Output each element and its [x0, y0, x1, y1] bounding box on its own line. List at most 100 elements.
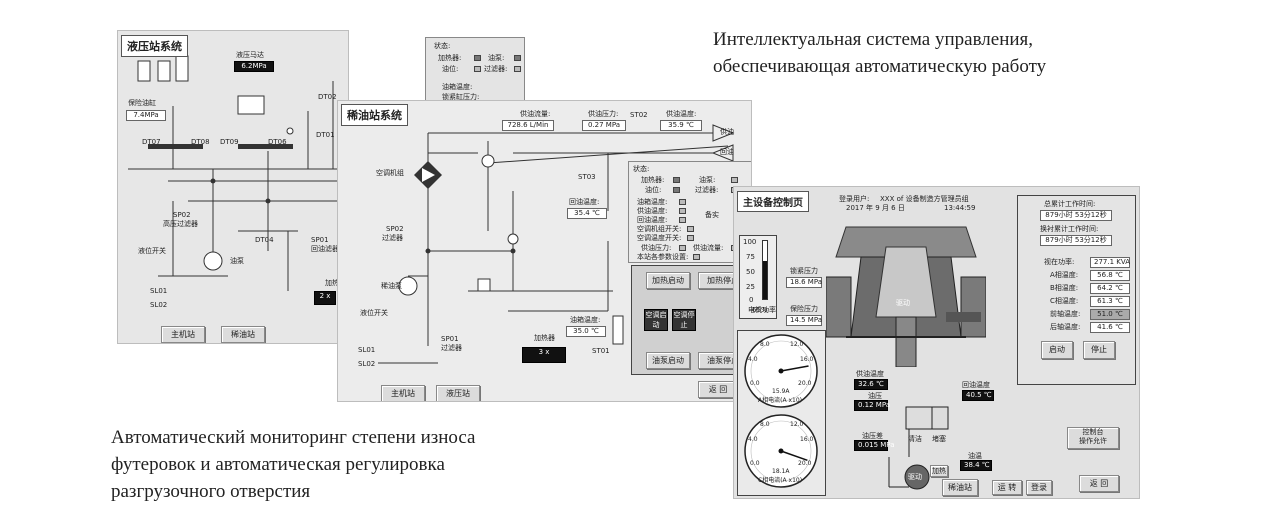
ac-stop-button[interactable]: 空调停止	[672, 309, 696, 331]
lube-station-panel: 稀油站系统 供油流量: 728.6 L/Min 供油压力: 0.27 MPa S…	[337, 100, 752, 402]
start-button[interactable]: 启动	[1041, 341, 1073, 359]
lube-sl02-label: SL02	[358, 360, 376, 368]
lube-row-6-indicator	[679, 245, 686, 251]
return-temp-label: 回油温度	[962, 381, 990, 389]
flow-label: 供油流量:	[520, 110, 551, 118]
gauge1-tick-4: 4.0	[748, 356, 758, 363]
oil-level-value: 38.4 ℃	[960, 460, 992, 471]
lube-station-button[interactable]: 稀油站	[942, 479, 978, 496]
run-button[interactable]: 运 转	[992, 480, 1022, 495]
hydraulic-status-level: 油位:	[442, 65, 459, 73]
lube-back-button[interactable]: 返 回	[698, 381, 738, 398]
temp-row-front-label: 前轴温度:	[1050, 310, 1081, 318]
power-label: 视在功率:	[1044, 258, 1075, 266]
hydraulic-filter-indicator	[514, 66, 521, 72]
pump-start-button[interactable]: 油泵启动	[646, 352, 690, 369]
runtime-label: 总累计工作时间:	[1044, 200, 1096, 208]
caption-bottom: Автоматический мониторинг степени износа…	[111, 424, 476, 505]
lube-title: 稀油站系统	[341, 104, 408, 126]
st01-label: ST01	[592, 347, 610, 355]
stop-button[interactable]: 停止	[1083, 341, 1115, 359]
lube-hydraulic-station-button[interactable]: 液压站	[436, 385, 480, 401]
lube-row-4-indicator	[687, 226, 694, 232]
hydraulic-main-station-button[interactable]: 主机站	[161, 326, 205, 343]
temp-value: 35.9 ℃	[660, 120, 702, 131]
return-label: 回油	[720, 148, 734, 156]
drive-label-bottom: 驱动	[908, 473, 922, 481]
sp01-desc: 回油滤器	[311, 245, 339, 253]
dt06-label: DT06	[268, 138, 287, 146]
sp02-label: SP02	[173, 211, 191, 219]
lube-main-station-button[interactable]: 主机站	[381, 385, 425, 401]
heater-unit: 2 x	[314, 291, 336, 305]
ac-unit-label: 空调机组	[376, 169, 404, 177]
sp01-label: SP01	[311, 236, 329, 244]
lube-level-indicator	[673, 187, 680, 193]
time-label: 13:44:59	[944, 204, 976, 212]
temp-row-rear-label: 后轴温度:	[1050, 323, 1081, 331]
hydraulic-schematic-lines	[128, 55, 348, 291]
bar-scale-75: 75	[746, 253, 755, 261]
lube-row-3: 回油温度:	[637, 216, 668, 224]
dt08-label: DT08	[191, 138, 210, 146]
sp02-desc: 高压过滤器	[163, 220, 198, 228]
lube-level-switch-label: 液位开关	[360, 309, 388, 317]
main-title: 主设备控制页	[737, 191, 809, 212]
main-back-button[interactable]: 返 回	[1079, 475, 1119, 492]
lube-spare-label: 备实	[705, 211, 719, 219]
safety-pressure-label: 保险压力	[790, 305, 818, 313]
runtime-info-box: 总累计工作时间: 879小时 53分12秒 换衬累计工作时间: 879小时 53…	[1017, 195, 1136, 385]
motor-power-label: 电机功率	[748, 306, 776, 314]
liner-label: 换衬累计工作时间:	[1040, 225, 1099, 233]
heat-button[interactable]: 加热	[930, 465, 948, 477]
flow-value: 728.6 L/Min	[502, 120, 554, 131]
hydraulic-level-indicator	[474, 66, 481, 72]
lube-schematic-lines	[378, 124, 735, 364]
power-bar-track	[762, 240, 768, 300]
lock-pressure-value: 18.6 MPa	[786, 277, 822, 288]
console-permit-button[interactable]: 控制台 操作允许	[1067, 427, 1119, 449]
lube-heater-indicator	[673, 177, 680, 183]
lock-pressure-label: 锁紧压力	[790, 267, 818, 275]
caption-bottom-line2: футеровок и автоматическая регулировка	[111, 454, 445, 475]
login-label: 登录用户:	[839, 195, 870, 203]
login-button[interactable]: 登录	[1026, 480, 1052, 495]
lube-status-title: 状态:	[633, 165, 650, 173]
bar-scale-25: 25	[746, 283, 755, 291]
heat-start-button[interactable]: 加热启动	[646, 272, 690, 289]
temp-row-a-label: A相温度:	[1050, 271, 1079, 279]
heating-label: 加热	[325, 279, 339, 287]
crusher-machine-illustration	[826, 226, 986, 367]
login-user: XXX of 设备制造方管理员组	[880, 195, 969, 203]
dt02-label: DT02	[318, 93, 337, 101]
hydraulic-status-pump: 油泵:	[488, 54, 505, 62]
return-temp-label: 回油温度:	[569, 198, 600, 206]
hydraulic-station-panel: 液压站系统 液压马达 6.2MPa 保险油缸 7.4MPa DT07 DT08 …	[117, 30, 349, 344]
liner-value: 879小时 53分12秒	[1040, 235, 1112, 246]
return-temp-value: 40.5 ℃	[962, 390, 994, 401]
caption-top-line1: Интеллектуальная система управления,	[713, 29, 1034, 50]
lube-sl01-label: SL01	[358, 346, 376, 354]
ac-start-button[interactable]: 空调启动	[644, 309, 668, 331]
oil-pressure-value: 0.12 MPa	[854, 400, 890, 411]
hydraulic-status-filter: 过滤器:	[484, 65, 508, 73]
lube-sp01-desc: 过滤器	[441, 344, 462, 352]
lube-row-8: 本站各参数设置:	[637, 253, 689, 261]
sl02-label: SL02	[150, 301, 168, 309]
runtime-value: 879小时 53分12秒	[1040, 210, 1112, 221]
oil-diff-value: 0.015 MPa	[854, 440, 895, 451]
lube-row-2-indicator	[679, 208, 686, 214]
gauge2-tick-20: 20.0	[798, 460, 812, 467]
gauge1-needle	[780, 365, 809, 372]
lube-row-8-indicator	[693, 254, 700, 260]
lube-controls-box: 加热启动 加热停止 空调启动 空调停止 油泵启动 油泵停止	[631, 265, 751, 375]
hydraulic-row-1: 油箱温度:	[442, 83, 473, 91]
drive-label-top: 驱动	[896, 299, 910, 307]
hydraulic-lube-station-button[interactable]: 稀油站	[221, 326, 265, 343]
temp-label: 供油温度:	[666, 110, 697, 118]
sp02-desc: 过滤器	[382, 234, 403, 242]
gauge2-label: C相电流(A x10)	[758, 477, 803, 484]
gauge1-tick-20: 20.0	[798, 380, 812, 387]
lube-row-6: 供油压力:	[641, 244, 672, 252]
clean-label: 清洁	[908, 435, 922, 443]
